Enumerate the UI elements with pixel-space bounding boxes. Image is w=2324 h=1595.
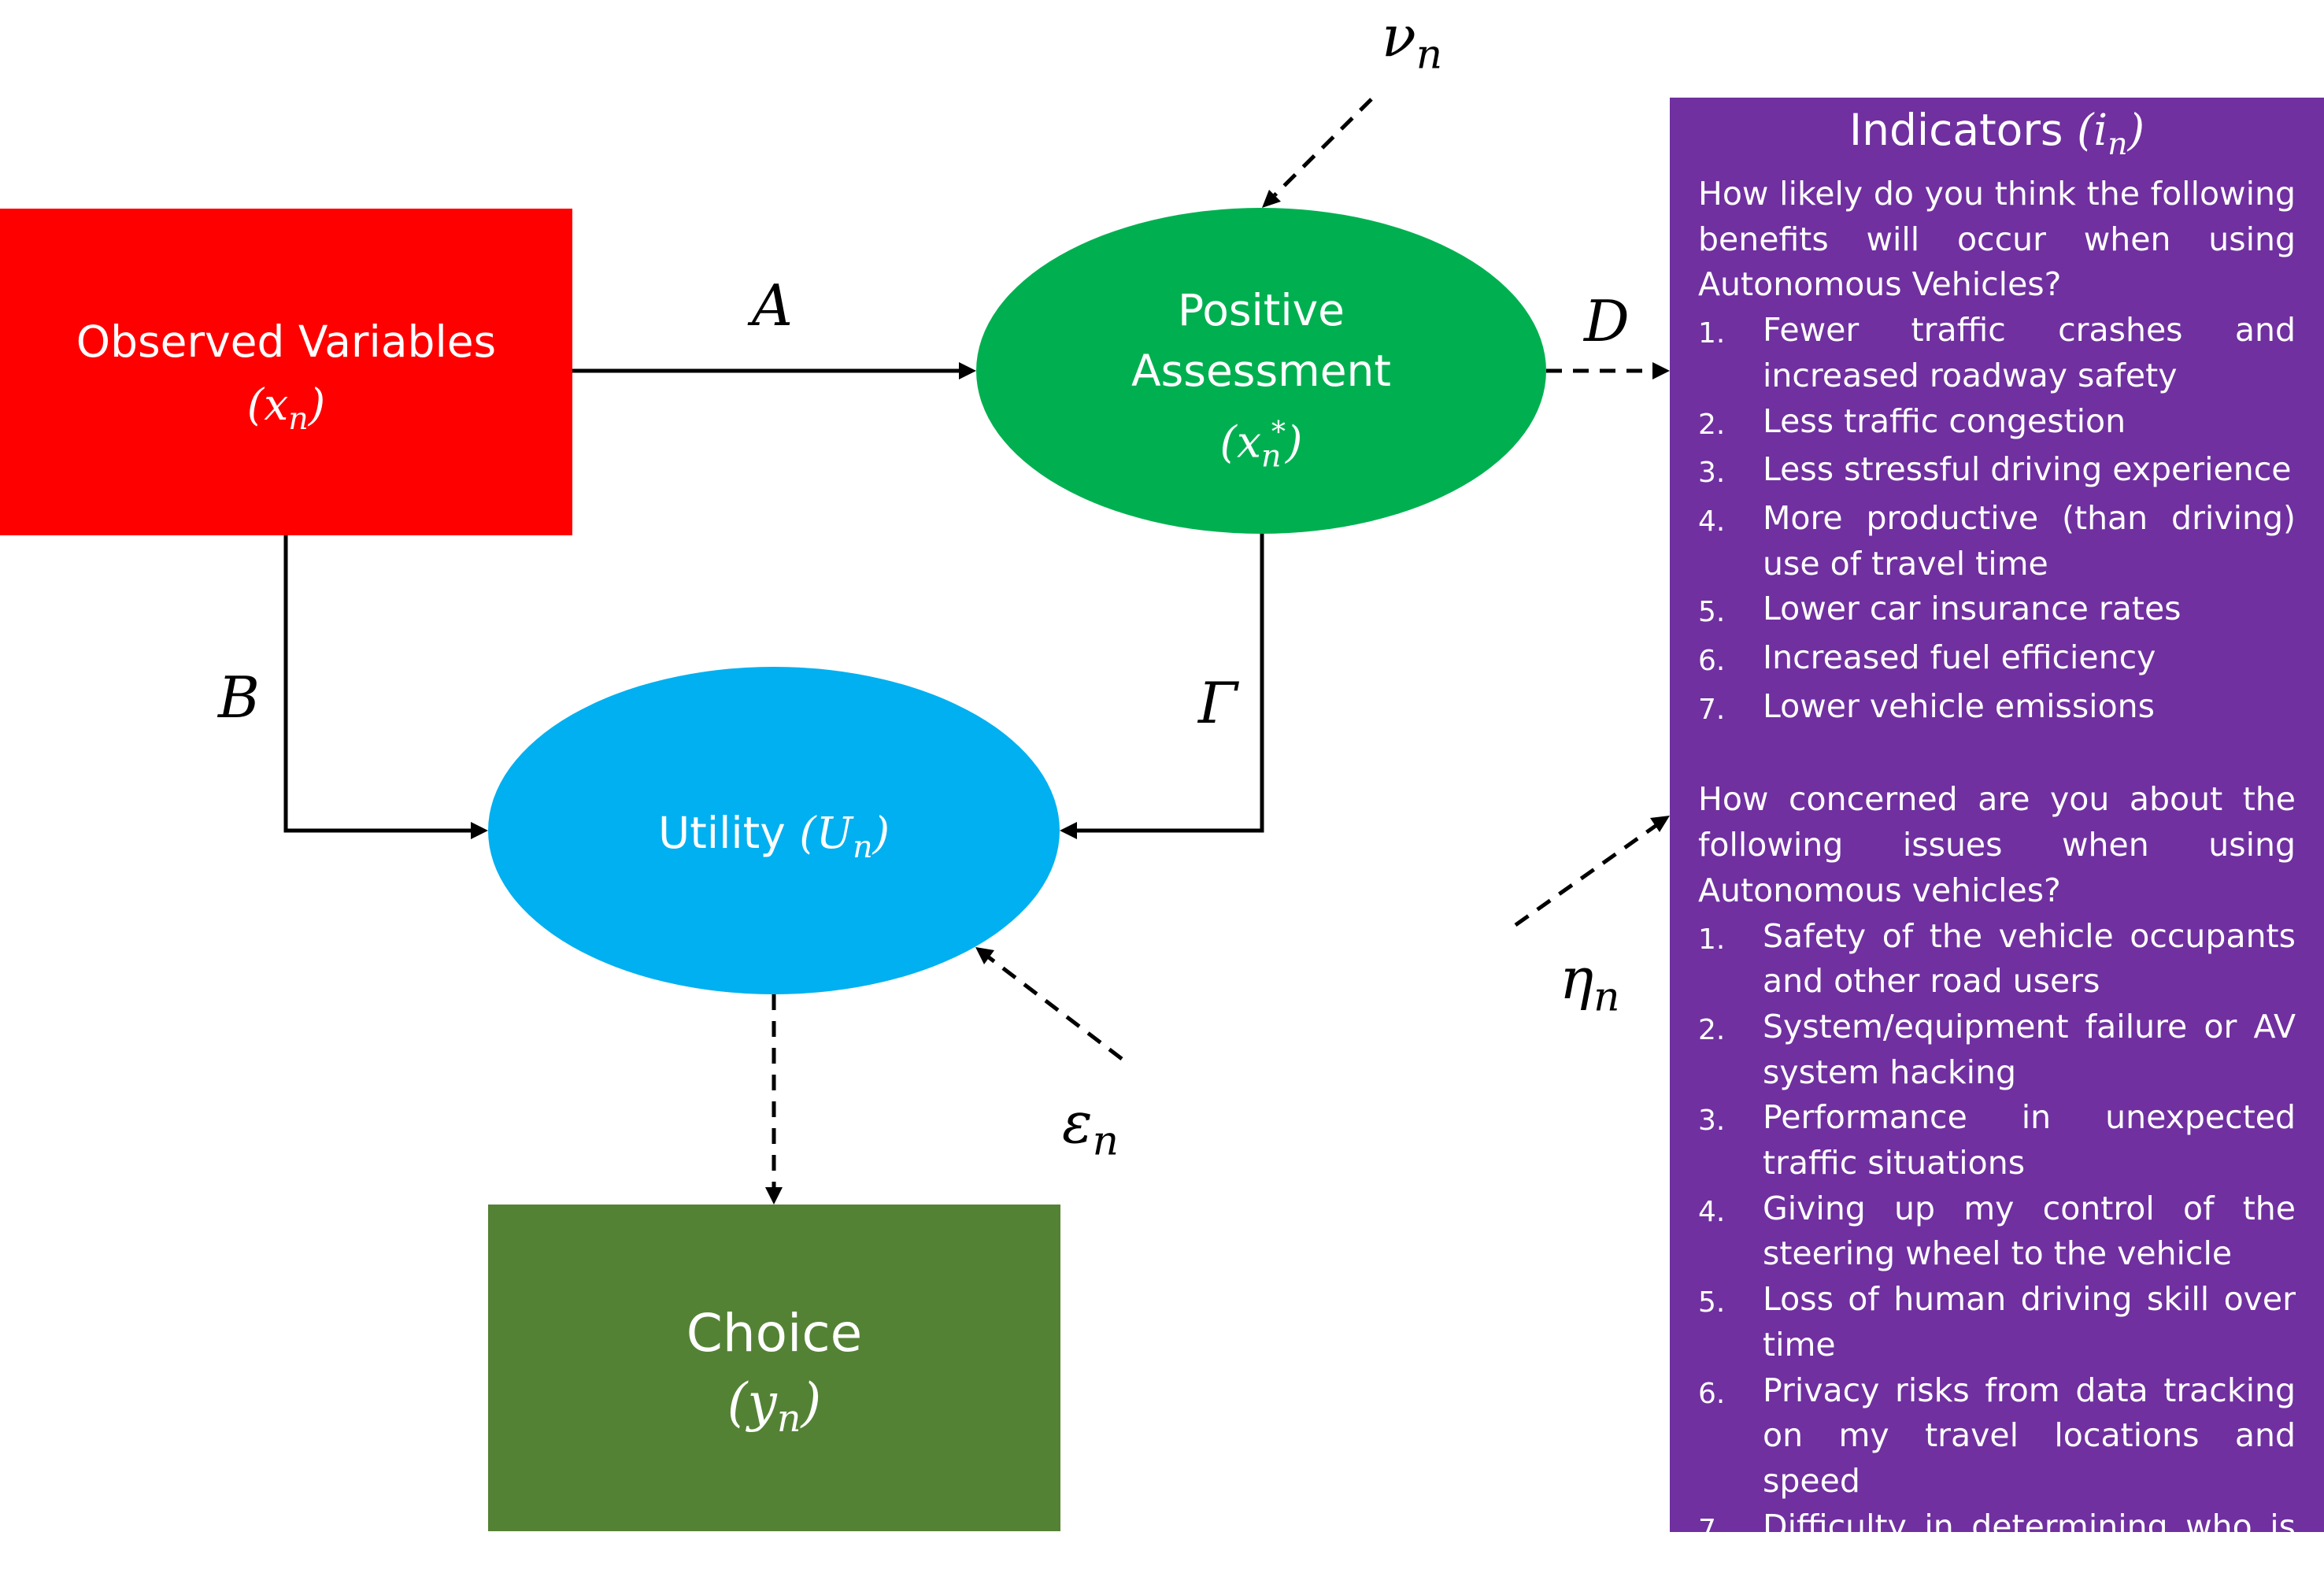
concern-item-text: Safety of the vehicle occupants and othe…: [1763, 916, 2296, 1001]
arrow-d: [1546, 362, 1670, 379]
benefit-item-text: Lower vehicle emissions: [1763, 686, 2156, 725]
arrow-eta: [1514, 816, 1670, 927]
concern-item-number: 2.: [1698, 1013, 1726, 1046]
concern-item: 5. Loss of human driving skill over time: [1698, 1277, 2296, 1367]
concern-item-number: 7.: [1698, 1513, 1726, 1546]
concern-item-text: Giving up my control of the steering whe…: [1763, 1189, 2296, 1273]
path-label-b: B: [218, 664, 260, 731]
benefit-item-number: 2.: [1698, 408, 1726, 441]
benefit-item-text: Less traffic congestion: [1763, 402, 2126, 440]
concern-item: 6. Privacy risks from data tracking on my…: [1698, 1368, 2296, 1504]
section-gap: [1698, 732, 2296, 777]
arrow-nu: [1262, 98, 1373, 208]
positive-assessment-label: Positive Assessment (xn*): [976, 280, 1546, 487]
benefit-item-number: 6.: [1698, 645, 1726, 678]
benefit-item: 3. Less stressful driving experience: [1698, 447, 2296, 496]
positive-assessment-symbol: (xn*): [1219, 415, 1303, 475]
benefit-item-number: 5.: [1698, 596, 1726, 629]
diagram-canvas: [0, 98, 1670, 1531]
benefit-item-number: 1.: [1698, 317, 1726, 350]
concern-item-number: 3.: [1698, 1105, 1726, 1138]
positive-assessment-line2: Assessment: [1131, 346, 1391, 396]
choice-symbol: (yn): [727, 1372, 822, 1441]
observed-variables-title: Observed Variables: [76, 316, 497, 367]
concerns-list: 1. Safety of the vehicle occupants and ot…: [1698, 914, 2296, 1595]
benefit-item-text: Increased fuel efficiency: [1763, 638, 2156, 677]
benefit-item: 1. Fewer traffic crashes and increased ro…: [1698, 308, 2296, 398]
concerns-question: How concerned are you about the followin…: [1698, 780, 2296, 909]
arrow-epsilon: [975, 947, 1123, 1060]
positive-assessment-line1: Positive: [1177, 285, 1345, 335]
positive-assessment-ellipse: [976, 208, 1546, 534]
concern-item-number: 4.: [1698, 1195, 1726, 1228]
path-label-d: D: [1584, 288, 1630, 354]
benefit-item-number: 3.: [1698, 457, 1726, 490]
concern-item: 4. Giving up my control of the steering w…: [1698, 1186, 2296, 1277]
error-eta: ηn: [1560, 946, 1620, 1021]
concern-item: 2. System/equipment failure or AV system …: [1698, 1005, 2296, 1095]
benefit-item-number: 4.: [1698, 505, 1726, 538]
arrow-gamma: [1060, 534, 1264, 839]
benefit-item: 5. Lower car insurance rates: [1698, 587, 2296, 635]
choice-label: Choice (yn): [488, 1299, 1060, 1454]
concern-item-number: 5.: [1698, 1286, 1726, 1319]
utility-ellipse: [488, 667, 1060, 994]
concern-item-text: System/equipment failure or AV system ha…: [1763, 1007, 2296, 1091]
choice-box: [488, 1205, 1060, 1531]
concern-item-text: Performance in unexpected traffic situat…: [1763, 1098, 2296, 1182]
error-epsilon: εn: [1062, 1090, 1119, 1165]
benefit-item: 7. Lower vehicle emissions: [1698, 684, 2296, 733]
observed-variables-box: [0, 209, 572, 535]
arrow-b: [283, 535, 488, 839]
benefit-item-text: Fewer traffic crashes and increased road…: [1763, 311, 2296, 394]
observed-variables-symbol: (xn): [246, 379, 326, 437]
benefit-item-number: 7.: [1698, 693, 1726, 726]
concern-item-number: 6.: [1698, 1377, 1726, 1410]
concern-item-text: Loss of human driving skill over time: [1763, 1280, 2296, 1364]
utility-label: Utility (Un): [488, 801, 1060, 879]
path-label-a: A: [752, 272, 793, 339]
concern-item-text: Privacy risks from data tracking on my t…: [1763, 1371, 2296, 1500]
benefits-list: 1. Fewer traffic crashes and increased ro…: [1698, 308, 2296, 732]
path-label-gamma: Γ: [1198, 670, 1238, 736]
benefit-item: 2. Less traffic congestion: [1698, 399, 2296, 448]
concern-item: 1. Safety of the vehicle occupants and ot…: [1698, 914, 2296, 1005]
indicators-panel: Indicators (in) How likely do you think …: [1670, 98, 2324, 1590]
benefits-question: How likely do you think the following be…: [1698, 175, 2296, 304]
observed-variables-label: Observed Variables (xn): [0, 310, 572, 450]
concern-item: 3. Performance in unexpected traffic situ…: [1698, 1095, 2296, 1186]
benefit-item-text: Less stressful driving experience: [1763, 450, 2292, 489]
choice-title: Choice: [686, 1303, 863, 1364]
concern-item-text: Difficulty in determining who is liable …: [1763, 1507, 2296, 1591]
indicators-title: Indicators (in): [1848, 105, 2145, 162]
error-nu: νn: [1382, 3, 1443, 79]
concern-item: 7. Difficulty in determining who is liabl…: [1698, 1504, 2296, 1595]
utility-symbol: (Un): [799, 808, 890, 865]
arrow-utility-to-choice: [765, 994, 783, 1205]
benefit-item: 4. More productive (than driving) use of …: [1698, 496, 2296, 587]
benefit-item-text: Lower car insurance rates: [1763, 590, 2182, 628]
benefit-item: 6. Increased fuel efficiency: [1698, 635, 2296, 684]
concern-item-number: 1.: [1698, 923, 1726, 956]
utility-title: Utility: [657, 808, 786, 858]
benefit-item-text: More productive (than driving) use of tr…: [1763, 498, 2296, 583]
arrow-a: [572, 362, 976, 379]
